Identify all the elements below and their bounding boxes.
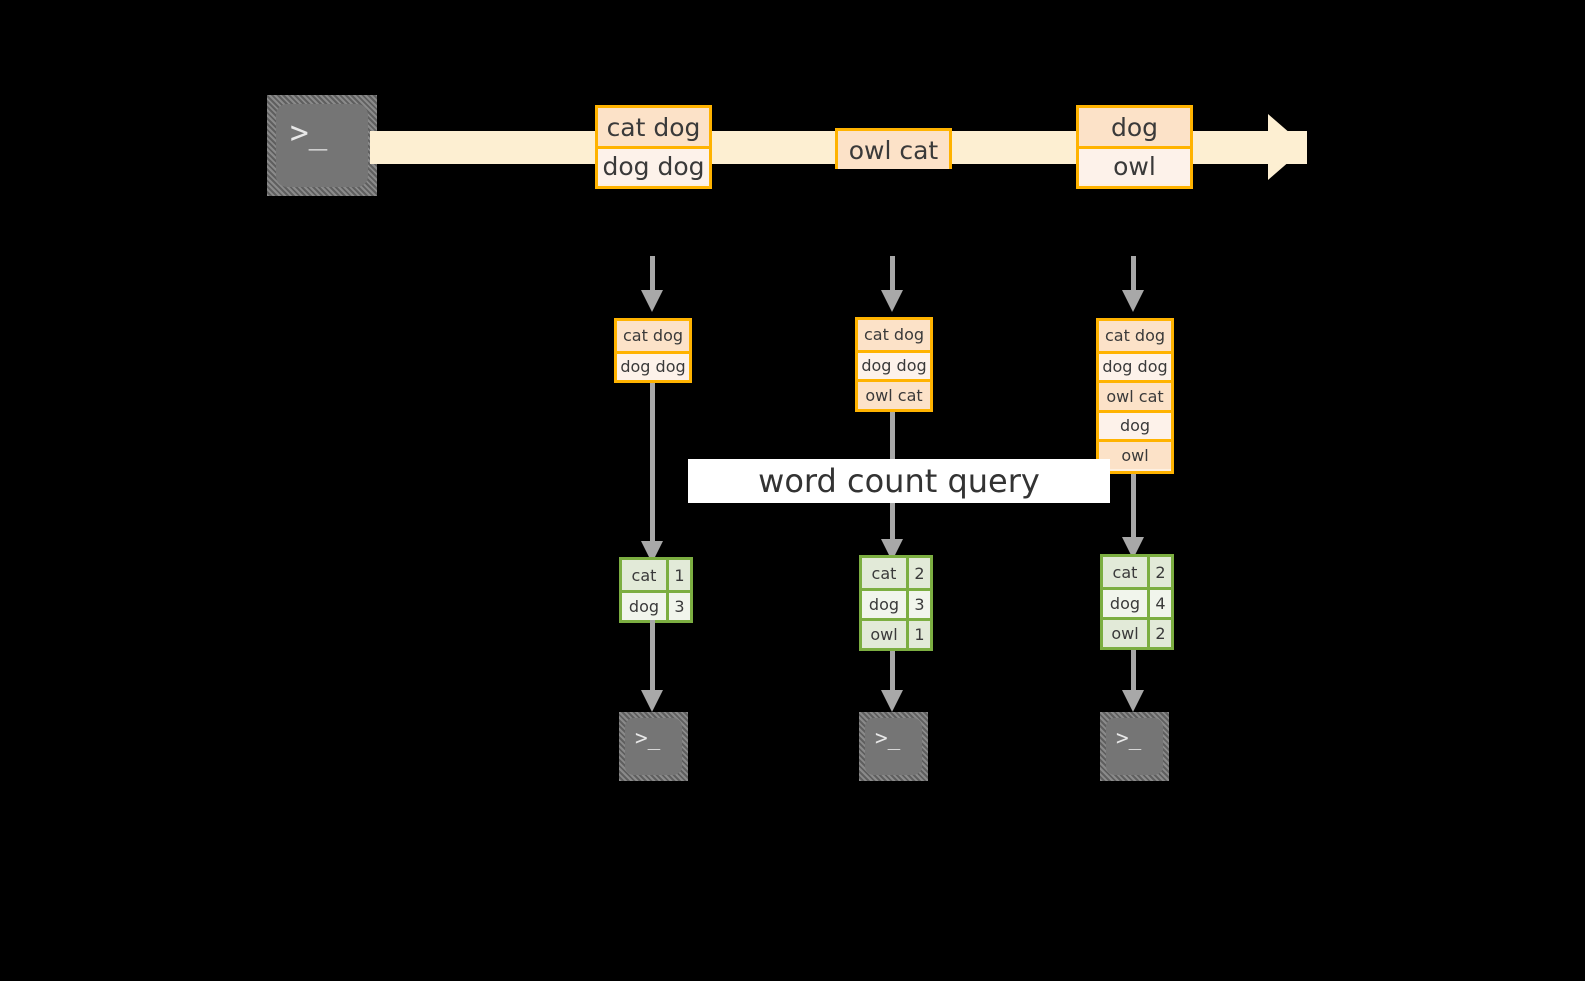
snapshot-3-input-line-2: dog dog bbox=[1099, 350, 1171, 380]
snapshot-2-to-sink-arrowhead bbox=[881, 690, 903, 712]
table-row: cat 1 bbox=[622, 560, 690, 590]
result-word: cat bbox=[1103, 557, 1147, 587]
result-word: cat bbox=[862, 558, 906, 588]
snapshot-2-sink-terminal[interactable]: >_ bbox=[859, 712, 928, 781]
result-count: 4 bbox=[1146, 590, 1171, 617]
result-count: 2 bbox=[1146, 620, 1171, 647]
table-row: owl 1 bbox=[862, 618, 930, 648]
terminal-prompt-icon: >_ bbox=[875, 726, 901, 750]
stream-to-snapshot-2-line bbox=[890, 256, 895, 294]
result-count: 1 bbox=[905, 621, 930, 648]
stream-event-1[interactable]: cat dog dog dog bbox=[595, 105, 712, 189]
result-word: dog bbox=[1103, 590, 1147, 617]
terminal-prompt-icon: >_ bbox=[290, 115, 328, 151]
snapshot-1-sink-screen: >_ bbox=[625, 718, 682, 775]
result-count: 3 bbox=[905, 591, 930, 618]
snapshot-1-query-line bbox=[650, 383, 655, 551]
stream-to-snapshot-2-arrowhead bbox=[881, 290, 903, 312]
snapshot-2-to-sink-line bbox=[890, 651, 895, 698]
table-row: dog 3 bbox=[622, 590, 690, 620]
snapshot-3-input-line-4: dog bbox=[1099, 409, 1171, 439]
terminal-prompt-icon: >_ bbox=[1116, 726, 1142, 750]
snapshot-3-result-table[interactable]: cat 2 dog 4 owl 2 bbox=[1100, 554, 1174, 650]
result-count: 2 bbox=[1146, 557, 1171, 587]
result-count: 2 bbox=[905, 558, 930, 588]
result-count: 3 bbox=[665, 593, 690, 620]
table-row: dog 3 bbox=[862, 588, 930, 618]
snapshot-1-result-table[interactable]: cat 1 dog 3 bbox=[619, 557, 693, 623]
stream-to-snapshot-1-line bbox=[650, 256, 655, 294]
snapshot-3-to-sink-line bbox=[1131, 650, 1136, 698]
stream-event-3-line-1: dog bbox=[1079, 108, 1190, 146]
snapshot-2-input-line-2: dog dog bbox=[858, 349, 930, 379]
snapshot-3-query-line bbox=[1131, 474, 1136, 549]
snapshot-2-result-table[interactable]: cat 2 dog 3 owl 1 bbox=[859, 555, 933, 651]
result-count: 1 bbox=[665, 560, 690, 590]
stream-event-2[interactable]: owl cat bbox=[835, 128, 952, 169]
terminal-prompt-icon: >_ bbox=[635, 726, 661, 750]
snapshot-1-input-line-2: dog dog bbox=[617, 350, 689, 380]
query-label-band: word count query bbox=[688, 459, 1110, 503]
snapshot-3-input-line-1: cat dog bbox=[1099, 321, 1171, 351]
snapshot-3-input[interactable]: cat dog dog dog owl cat dog owl bbox=[1096, 318, 1174, 474]
result-word: dog bbox=[622, 593, 666, 620]
snapshot-2-sink-screen: >_ bbox=[865, 718, 922, 775]
snapshot-2-input-line-1: cat dog bbox=[858, 320, 930, 350]
query-label-text: word count query bbox=[758, 462, 1040, 500]
stream-to-snapshot-3-line bbox=[1131, 256, 1136, 294]
snapshot-1-to-sink-arrowhead bbox=[641, 690, 663, 712]
stream-to-snapshot-3-arrowhead bbox=[1122, 290, 1144, 312]
snapshot-1-sink-terminal[interactable]: >_ bbox=[619, 712, 688, 781]
source-terminal[interactable]: >_ bbox=[267, 95, 377, 196]
stream-event-1-line-1: cat dog bbox=[598, 108, 709, 146]
result-word: owl bbox=[862, 621, 906, 648]
snapshot-1-input[interactable]: cat dog dog dog bbox=[614, 318, 692, 383]
stream-to-snapshot-1-arrowhead bbox=[641, 290, 663, 312]
table-row: cat 2 bbox=[862, 558, 930, 588]
result-word: dog bbox=[862, 591, 906, 618]
event-stream-arrow-head bbox=[1268, 114, 1306, 180]
stream-event-1-line-2: dog dog bbox=[598, 146, 709, 184]
table-row: dog 4 bbox=[1103, 587, 1171, 617]
snapshot-1-to-sink-line bbox=[650, 620, 655, 698]
table-row: owl 2 bbox=[1103, 617, 1171, 647]
stream-event-3-line-2: owl bbox=[1079, 146, 1190, 184]
snapshot-3-to-sink-arrowhead bbox=[1122, 690, 1144, 712]
stream-event-3[interactable]: dog owl bbox=[1076, 105, 1193, 189]
snapshot-3-sink-terminal[interactable]: >_ bbox=[1100, 712, 1169, 781]
snapshot-1-input-line-1: cat dog bbox=[617, 321, 689, 351]
result-word: cat bbox=[622, 560, 666, 590]
snapshot-3-input-line-3: owl cat bbox=[1099, 380, 1171, 410]
snapshot-2-input-line-3: owl cat bbox=[858, 379, 930, 409]
snapshot-3-query-arrowhead bbox=[1122, 537, 1144, 559]
stream-event-2-line-1: owl cat bbox=[838, 131, 949, 169]
snapshot-3-input-line-5: owl bbox=[1099, 439, 1171, 469]
source-terminal-screen: >_ bbox=[276, 104, 368, 187]
result-word: owl bbox=[1103, 620, 1147, 647]
snapshot-3-sink-screen: >_ bbox=[1106, 718, 1163, 775]
table-row: cat 2 bbox=[1103, 557, 1171, 587]
snapshot-2-input[interactable]: cat dog dog dog owl cat bbox=[855, 317, 933, 412]
